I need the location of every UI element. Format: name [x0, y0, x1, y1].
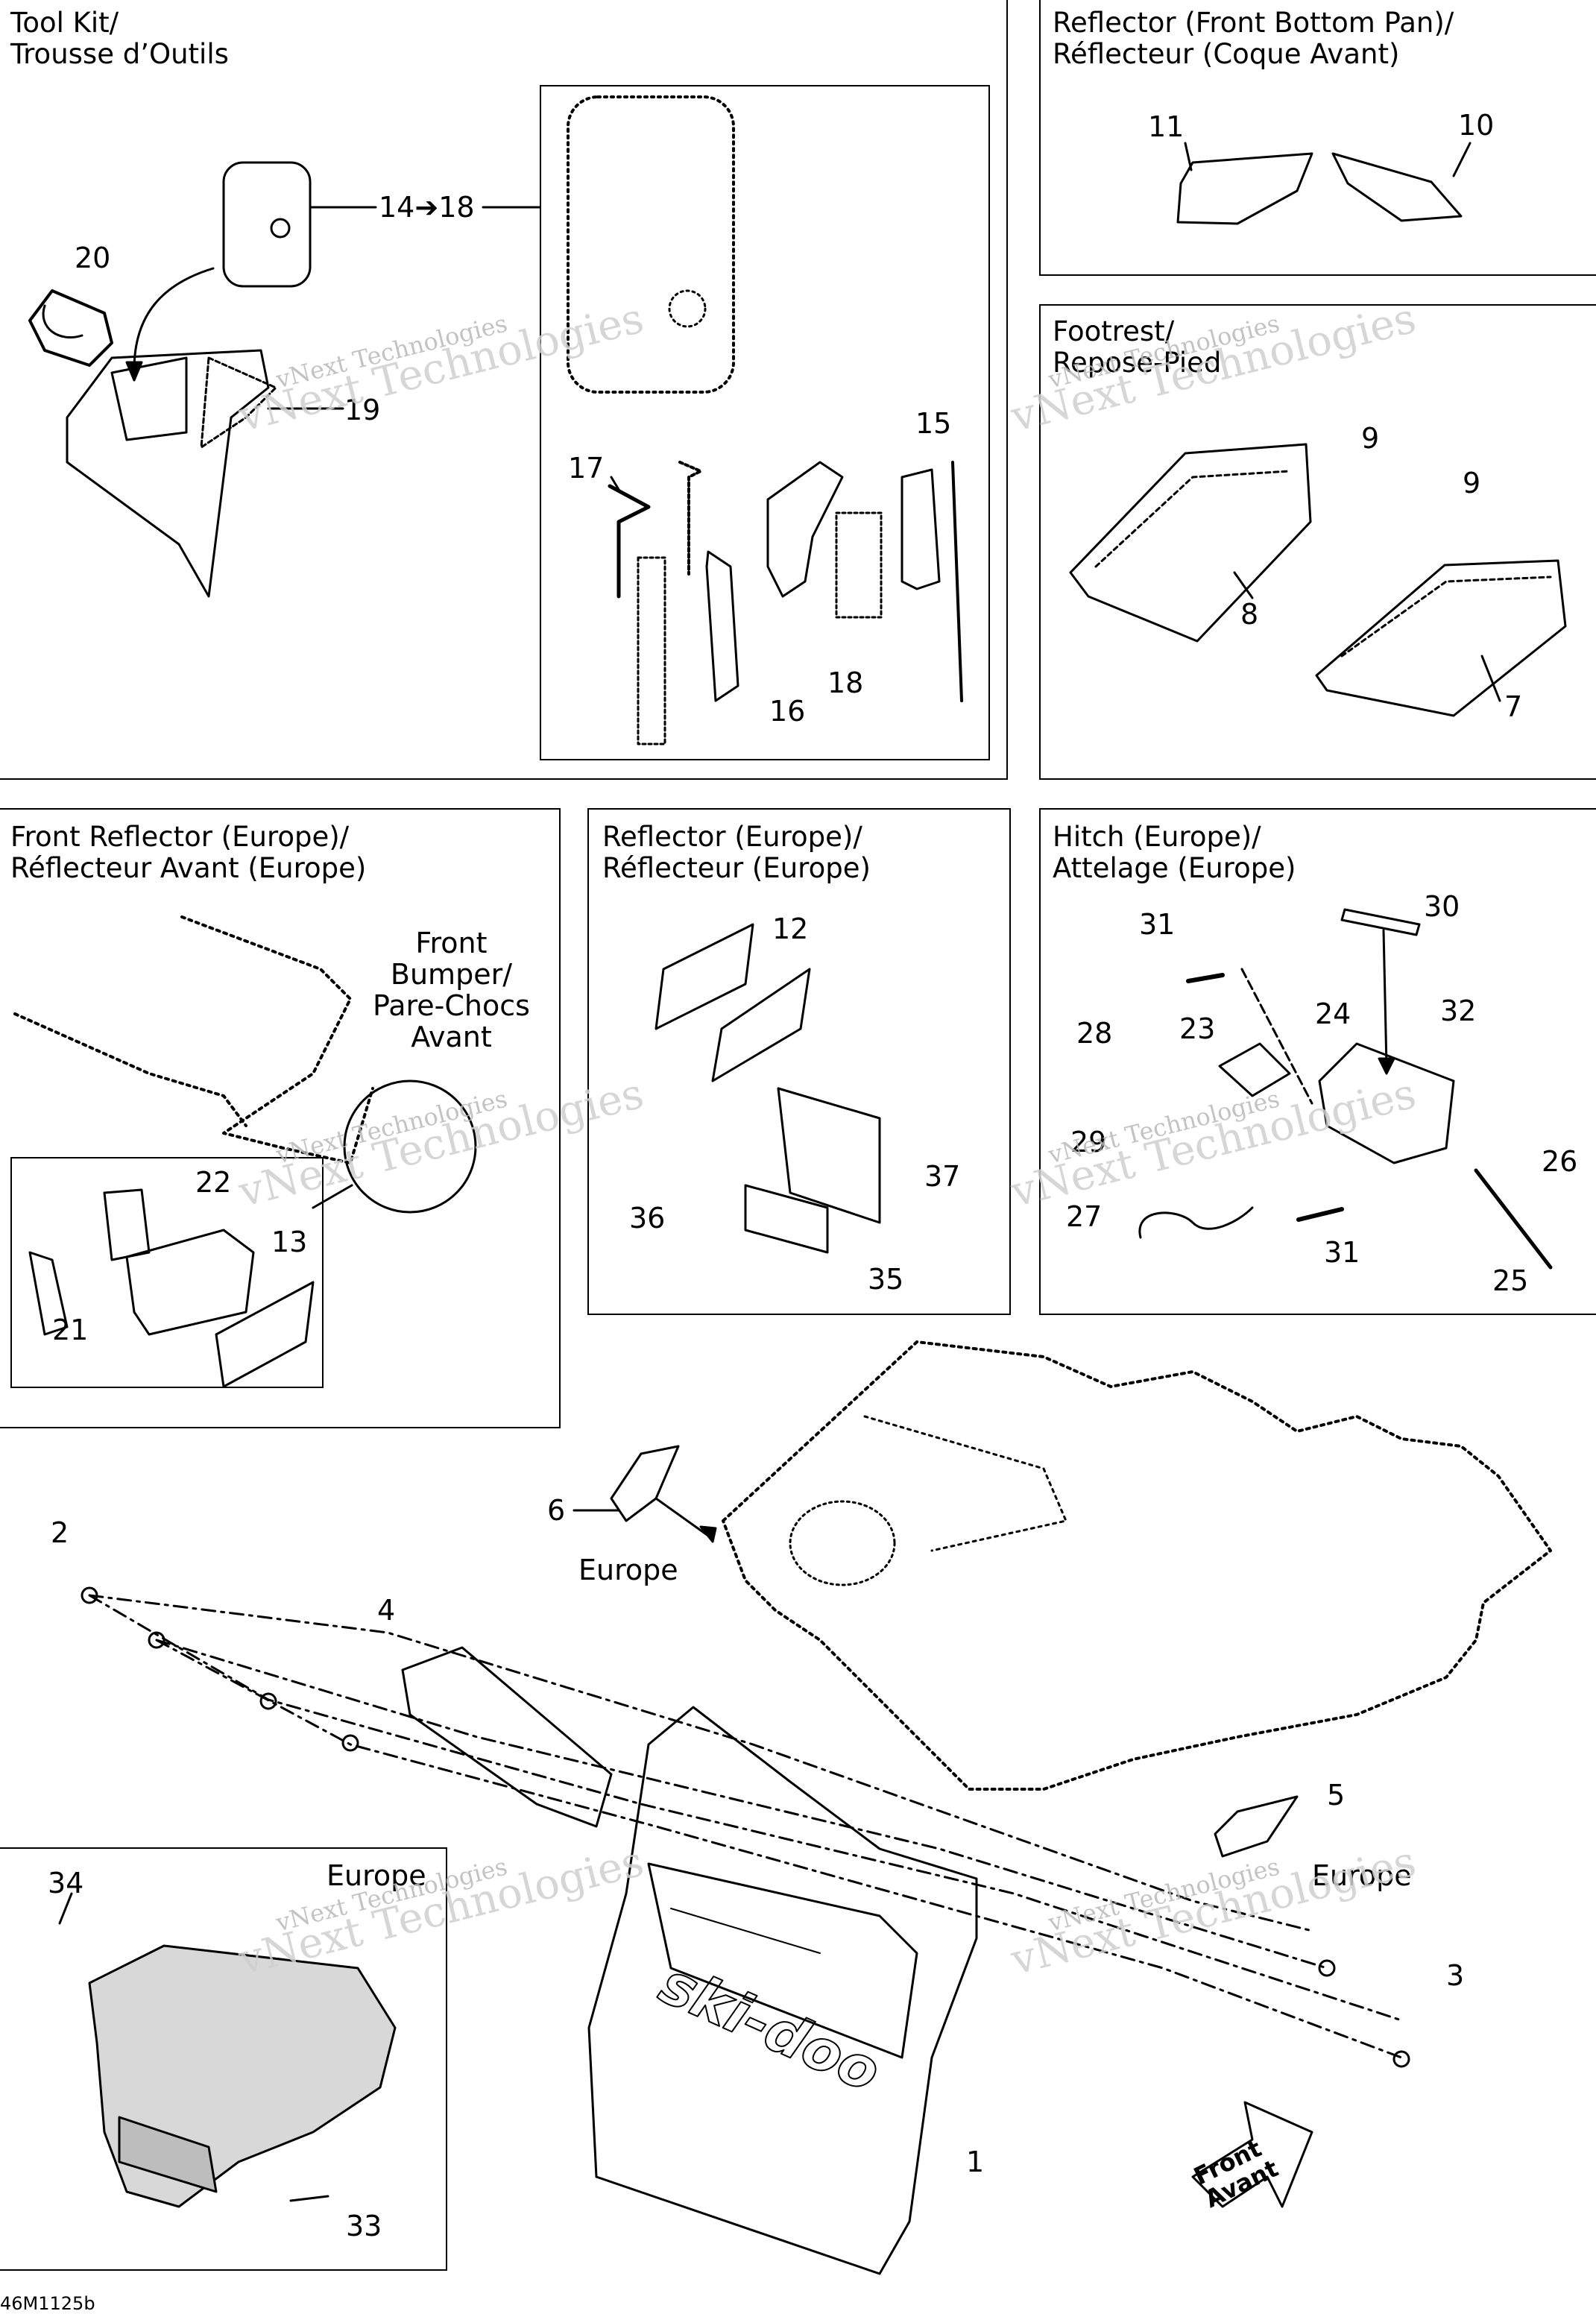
arrow-bag-to-pan	[133, 267, 215, 371]
part-label-20: 20	[75, 242, 111, 274]
part-label-3: 3	[1446, 1959, 1465, 1992]
clip-20	[28, 289, 113, 367]
tool-kit-title: Tool Kit/ Trousse d’Outils	[10, 7, 229, 70]
europe-inset-frame	[0, 1847, 447, 2271]
hitch-24	[1318, 1042, 1455, 1164]
part-label-11: 11	[1148, 110, 1185, 143]
reflector-europe-frame	[587, 808, 1011, 1315]
bracket-4	[401, 1646, 613, 1828]
part-label-23: 23	[1179, 1012, 1216, 1045]
footrest-8	[1069, 443, 1312, 643]
part-label-24: 24	[1315, 997, 1351, 1030]
part-label-19: 19	[344, 394, 381, 426]
reflector-13	[215, 1281, 315, 1388]
part-label-1: 1	[966, 2146, 985, 2178]
part-label-17: 17	[568, 452, 605, 485]
reflector-front-pan-title: Reflector (Front Bottom Pan)/ Réflecteur…	[1053, 7, 1454, 70]
part-label-25: 25	[1492, 1264, 1529, 1297]
part-label-6: 6	[547, 1494, 566, 1527]
part-label-15: 15	[915, 407, 952, 440]
hitch-europe-frame	[1039, 808, 1596, 1315]
europe-label-5: Europe	[1312, 1859, 1412, 1892]
part-label-32: 32	[1440, 994, 1477, 1027]
part-label-27: 27	[1066, 1200, 1103, 1233]
part-label-10: 10	[1458, 109, 1495, 142]
reflector-10	[1331, 152, 1463, 222]
part-label-14-18: 14➔18	[379, 191, 475, 224]
part-label-29: 29	[1070, 1126, 1107, 1158]
part-label-13: 13	[271, 1226, 308, 1258]
tool-18	[766, 461, 844, 598]
socket-extension	[637, 556, 666, 745]
tool-kit-detail-frame	[540, 85, 990, 760]
europe-label-6: Europe	[578, 1554, 678, 1586]
hex-key-17	[608, 484, 651, 599]
part-label-33: 33	[346, 2210, 382, 2242]
front-reflector-europe-title: Front Reflector (Europe)/ Réflecteur Ava…	[10, 821, 367, 884]
bracket-35	[744, 1184, 829, 1254]
footrest-title: Footrest/ Repose-Pied	[1053, 315, 1222, 379]
pin-31b	[1296, 1207, 1344, 1222]
europe-label-inset: Europe	[327, 1859, 426, 1892]
hitch-bar-30	[1340, 908, 1421, 936]
front-bumper-outline	[180, 915, 374, 1164]
part-label-7: 7	[1504, 690, 1523, 723]
plate-37	[777, 1087, 881, 1224]
footrest-frame	[1039, 304, 1596, 780]
part-label-31b: 31	[1324, 1236, 1360, 1269]
skidoo-logo: ski-doo	[651, 1949, 890, 2105]
part-label-2: 2	[51, 1516, 69, 1549]
tool-kit-frame	[0, 0, 1008, 780]
part-label-12: 12	[772, 912, 809, 945]
front-pan-19	[66, 349, 270, 598]
reflector-6	[610, 1445, 680, 1522]
reflector-5	[1214, 1795, 1299, 1858]
clip-27	[1138, 1206, 1254, 1239]
bumper-callout-circle	[343, 1079, 477, 1214]
reflector-front-pan-frame	[1039, 0, 1596, 276]
bracket-22	[28, 1251, 69, 1336]
part-label-16: 16	[769, 695, 806, 728]
screwdriver-15	[900, 468, 941, 590]
reflector-12b	[711, 968, 811, 1082]
reflector-europe-title: Reflector (Europe)/ Réflecteur (Europe)	[602, 821, 871, 884]
front-bumper-label: Front Bumper/ Pare-Chocs Avant	[373, 927, 530, 1053]
wrench-16	[705, 550, 739, 702]
hood-dotted	[722, 1340, 1552, 1791]
part-label-35: 35	[868, 1263, 904, 1296]
part-label-30: 30	[1424, 890, 1460, 923]
hitch-europe-title: Hitch (Europe)/ Attelage (Europe)	[1053, 821, 1296, 884]
part-label-31a: 31	[1139, 908, 1176, 941]
tool-bag-small	[222, 161, 541, 288]
part-label-37: 37	[924, 1160, 961, 1193]
light-21	[125, 1229, 255, 1336]
part-label-4: 4	[377, 1594, 396, 1627]
part-label-22: 22	[195, 1166, 232, 1199]
part-label-36: 36	[629, 1202, 666, 1235]
part-label-26: 26	[1542, 1145, 1578, 1178]
part-label-9a: 9	[1361, 422, 1380, 455]
pin-31a	[1186, 973, 1225, 983]
pin-23	[1218, 1042, 1291, 1097]
front-reflector-europe-frame	[0, 808, 561, 1428]
reflector-11	[1176, 152, 1313, 225]
part-label-34: 34	[48, 1867, 84, 1900]
part-label-8: 8	[1240, 598, 1259, 631]
part-label-5: 5	[1327, 1779, 1346, 1812]
part-label-18: 18	[827, 666, 864, 699]
part-label-28: 28	[1076, 1017, 1113, 1050]
part-label-9b: 9	[1463, 467, 1481, 499]
front-reflector-inset-frame	[10, 1157, 324, 1388]
footer-code: 46M1125b	[0, 2293, 95, 2314]
part-label-21: 21	[52, 1314, 89, 1346]
front-bumper-1	[587, 1706, 978, 2275]
front-direction-arrow	[1191, 2101, 1313, 2208]
footrest-7	[1315, 559, 1567, 717]
reflector-12a	[655, 923, 754, 1030]
